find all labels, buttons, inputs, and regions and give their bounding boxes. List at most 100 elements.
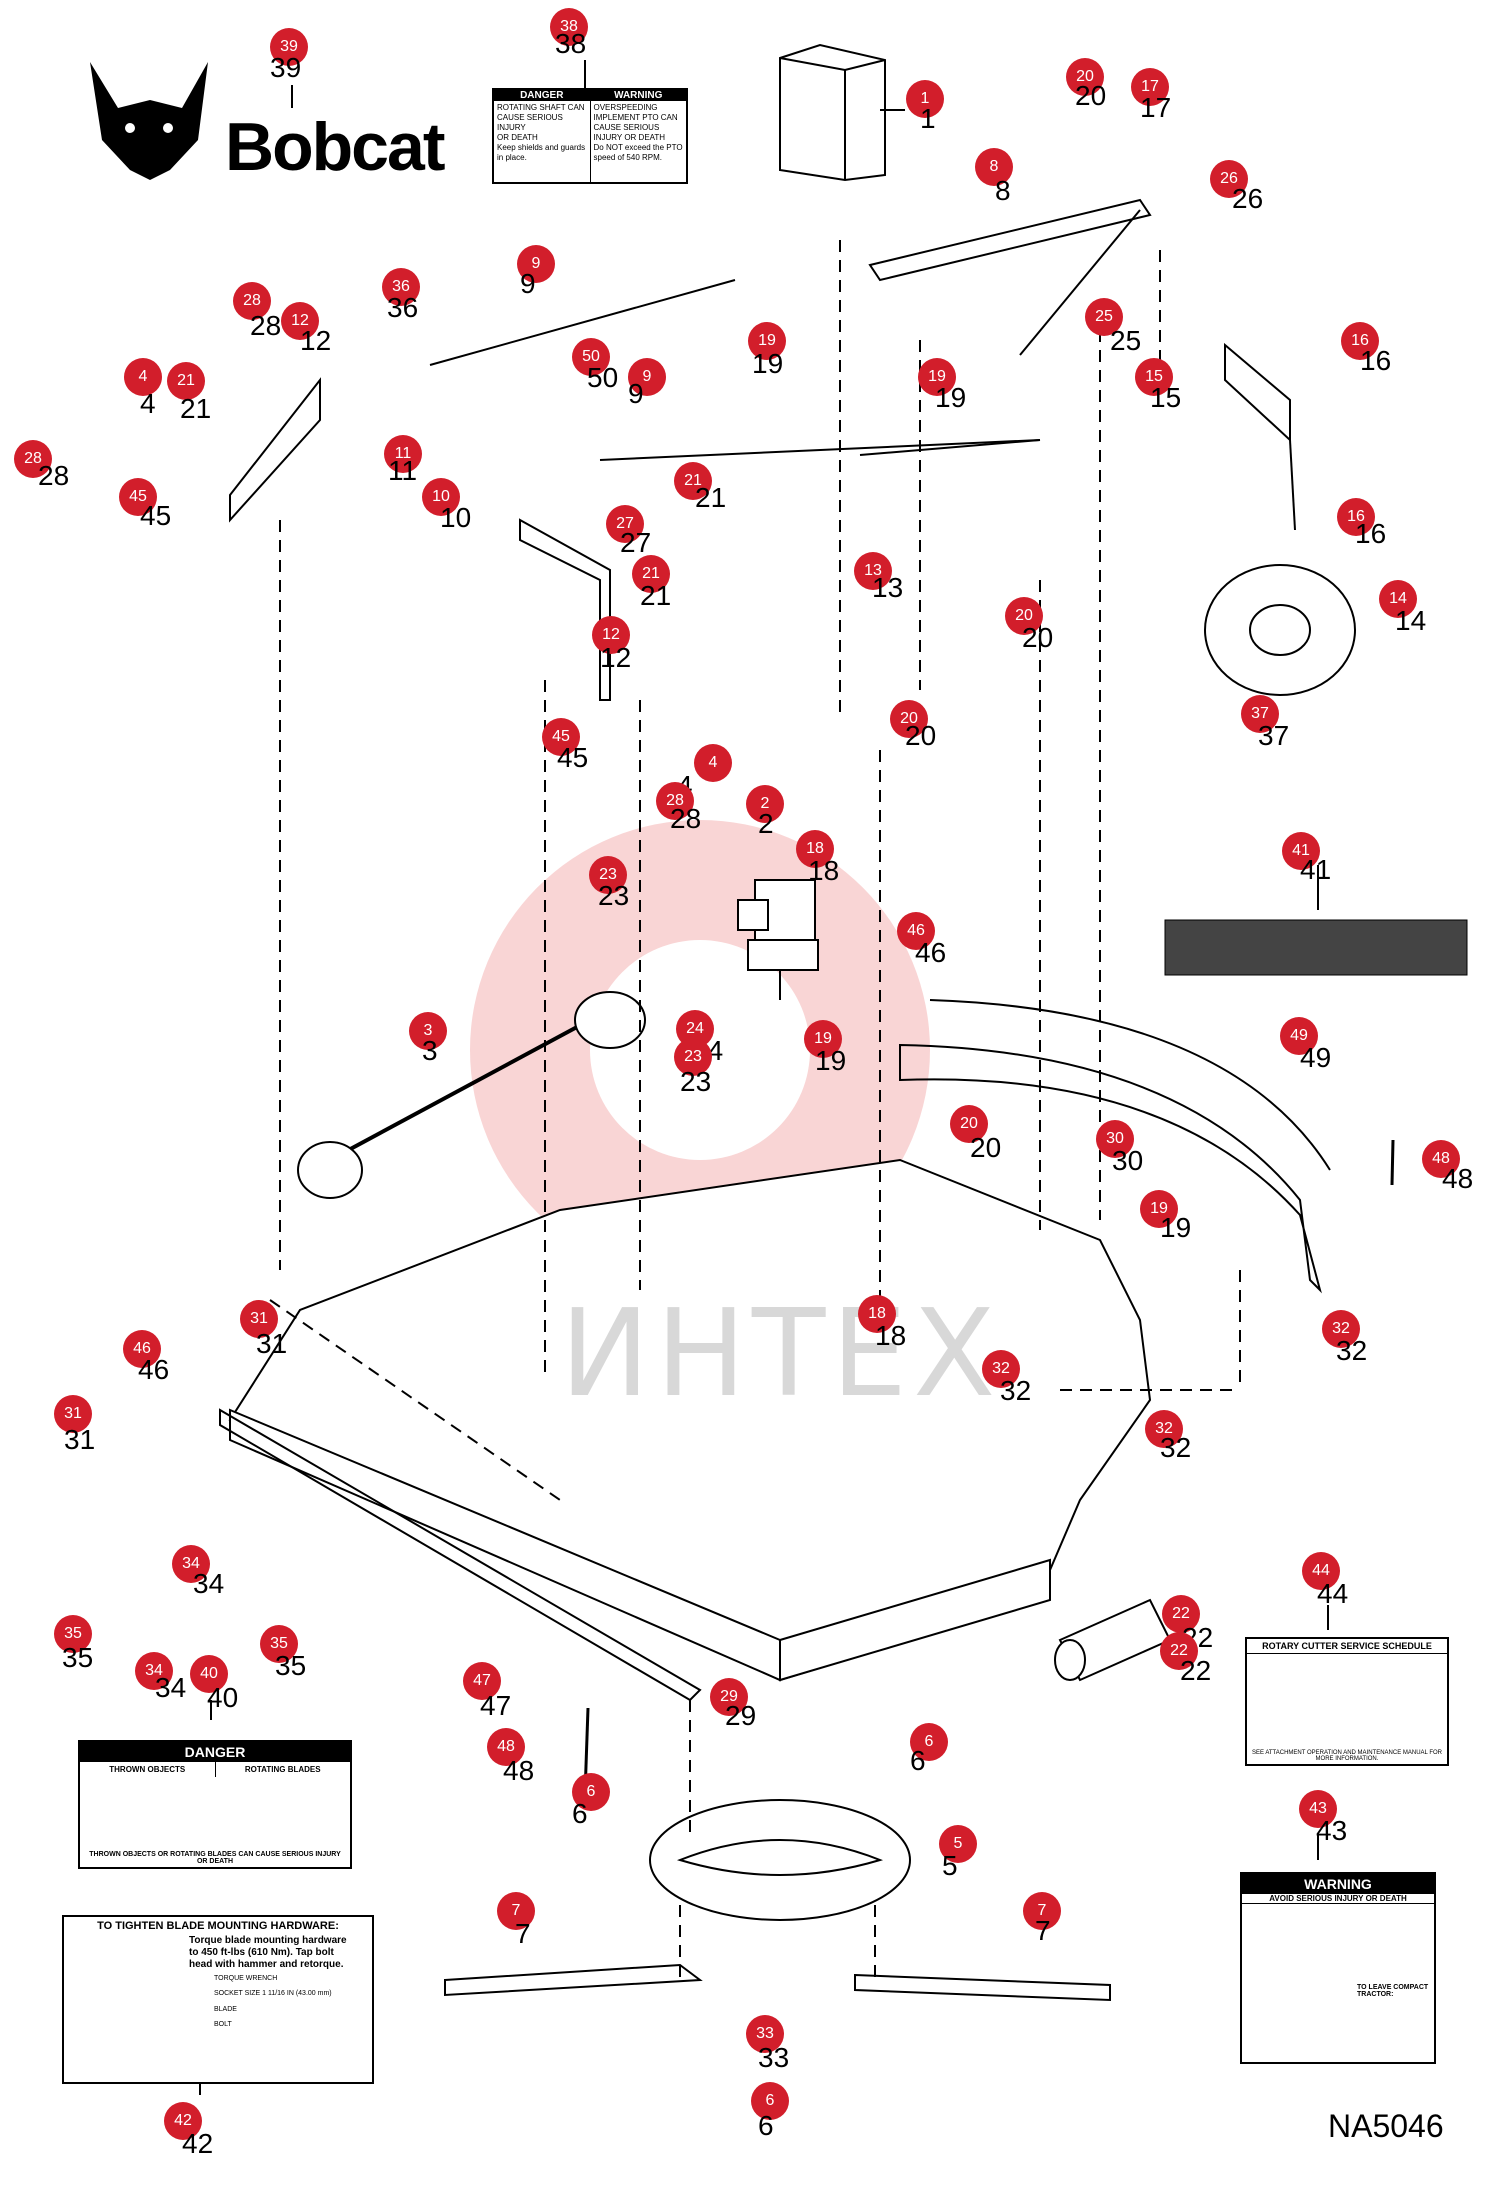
callout-number-19: 19 bbox=[752, 348, 784, 379]
callout-badge-23: 23 bbox=[589, 856, 627, 894]
callout-badge-4: 4 bbox=[694, 744, 732, 782]
callout-number-35: 35 bbox=[62, 1642, 94, 1673]
callout-badge-45: 45 bbox=[119, 478, 157, 516]
callout-badge-25: 25 bbox=[1085, 298, 1123, 336]
callout-badge-5: 5 bbox=[939, 1825, 977, 1863]
callout-badge-6: 6 bbox=[910, 1723, 948, 1761]
callout-badge-19: 19 bbox=[918, 358, 956, 396]
callout-number-32: 32 bbox=[1160, 1432, 1192, 1463]
callout-badge-7: 7 bbox=[1023, 1892, 1061, 1930]
callout-number-49: 49 bbox=[1300, 1042, 1332, 1073]
decal-42-title: TO TIGHTEN BLADE MOUNTING HARDWARE: bbox=[97, 1920, 339, 1932]
decal-text: speed of 540 RPM. bbox=[593, 153, 662, 162]
callout-badge-9: 9 bbox=[628, 358, 666, 396]
callout-number-11: 11 bbox=[388, 455, 418, 486]
decal-43-subtitle: AVOID SERIOUS INJURY OR DEATH bbox=[1242, 1894, 1434, 1904]
callout-number-34: 34 bbox=[193, 1568, 225, 1599]
brand-name: Bobcat bbox=[225, 109, 445, 185]
callout-number-19: 19 bbox=[1160, 1212, 1192, 1243]
callout-number-48: 48 bbox=[503, 1755, 535, 1786]
callout-badge-49: 49 bbox=[1280, 1017, 1318, 1055]
callout-badge-12: 12 bbox=[281, 302, 319, 340]
callout-badge-32: 32 bbox=[982, 1350, 1020, 1388]
callout-badge-19: 19 bbox=[748, 322, 786, 360]
decal-44-title: ROTARY CUTTER SERVICE SCHEDULE bbox=[1247, 1639, 1447, 1654]
callout-badge-40: 40 bbox=[190, 1655, 228, 1693]
callout-number-3: 3 bbox=[422, 1035, 438, 1066]
callout-badge-13: 13 bbox=[854, 552, 892, 590]
callout-badge-48: 48 bbox=[1422, 1140, 1460, 1178]
callout-number-27: 27 bbox=[620, 527, 652, 558]
decal-40-col2-title: ROTATING BLADES bbox=[244, 1765, 321, 1774]
callout-number-31: 31 bbox=[64, 1424, 96, 1455]
callout-number-10: 10 bbox=[440, 502, 472, 533]
decal-text: IMPLEMENT PTO CAN bbox=[593, 113, 678, 122]
callout-number-45: 45 bbox=[557, 742, 589, 773]
decal-text: to 450 ft-lbs (610 Nm). Tap bolt bbox=[189, 1947, 334, 1958]
decal-text: BOLT bbox=[214, 2021, 232, 2029]
callout-badge-28: 28 bbox=[656, 782, 694, 820]
callout-badge-30: 30 bbox=[1096, 1120, 1134, 1158]
skirt-band-part bbox=[899, 999, 1331, 1294]
callout-number-7: 7 bbox=[515, 1918, 531, 1949]
callout-badge-19: 19 bbox=[804, 1020, 842, 1058]
callout-number-45: 45 bbox=[140, 500, 172, 531]
callout-badge-6: 6 bbox=[572, 1773, 610, 1811]
callout-badge-22: 22 bbox=[1162, 1595, 1200, 1633]
callout-badge-32: 32 bbox=[1145, 1410, 1183, 1448]
callout-badge-16: 16 bbox=[1337, 498, 1375, 536]
callout-number-39: 39 bbox=[270, 52, 302, 83]
decal-44-service-schedule: ROTARY CUTTER SERVICE SCHEDULE SEE ATTAC… bbox=[1245, 1637, 1449, 1766]
callout-badge-22: 22 bbox=[1160, 1632, 1198, 1670]
callout-number-6: 6 bbox=[910, 1745, 926, 1776]
callout-badge-1: 1 bbox=[906, 80, 944, 118]
callout-number-13: 13 bbox=[872, 572, 904, 603]
callout-badge-17: 17 bbox=[1131, 68, 1169, 106]
callout-number-18: 18 bbox=[808, 855, 840, 886]
blade-right-part bbox=[854, 1973, 1111, 2002]
callout-number-19: 19 bbox=[815, 1045, 847, 1076]
callout-number-18: 18 bbox=[875, 1320, 907, 1351]
callout-badge-48: 48 bbox=[487, 1728, 525, 1766]
manual-box-part bbox=[779, 43, 886, 182]
callout-number-21: 21 bbox=[180, 393, 212, 424]
callout-badge-46: 46 bbox=[123, 1330, 161, 1368]
callout-badge-20: 20 bbox=[950, 1105, 988, 1143]
callout-badge-35: 35 bbox=[54, 1615, 92, 1653]
callout-number-6: 6 bbox=[758, 2110, 774, 2141]
callout-badge-7: 7 bbox=[497, 1892, 535, 1930]
callout-badge-28: 28 bbox=[14, 440, 52, 478]
decal-text: TRACTOR: bbox=[1357, 1991, 1394, 1998]
callout-number-28: 28 bbox=[670, 803, 702, 834]
callout-number-16: 16 bbox=[1355, 518, 1387, 549]
callout-number-41: 41 bbox=[1300, 854, 1332, 885]
callout-badge-20: 20 bbox=[1066, 58, 1104, 96]
callout-badge-44: 44 bbox=[1302, 1552, 1340, 1590]
callout-number-28: 28 bbox=[38, 460, 70, 491]
callout-badge-42: 42 bbox=[164, 2102, 202, 2140]
callout-number-23: 23 bbox=[598, 880, 630, 911]
callout-number-30: 30 bbox=[1112, 1145, 1144, 1176]
tail-wheel-part bbox=[1204, 342, 1356, 696]
callout-badge-16: 16 bbox=[1341, 322, 1379, 360]
callout-number-29: 29 bbox=[725, 1700, 757, 1731]
decal-text: OR DEATH bbox=[497, 133, 538, 142]
assembly-guide-lines bbox=[269, 240, 1241, 1980]
callout-number-36: 36 bbox=[387, 292, 419, 323]
callout-number-20: 20 bbox=[1022, 622, 1054, 653]
callout-badge-18: 18 bbox=[858, 1295, 896, 1333]
gearbox-part bbox=[737, 879, 819, 1000]
callout-badge-11: 11 bbox=[384, 435, 422, 473]
callout-badge-4: 4 bbox=[124, 358, 162, 396]
decal-text: SOCKET SIZE 1 11/16 IN (43.00 mm) bbox=[214, 1990, 332, 1998]
decal-text: head with hammer and retorque. bbox=[189, 1959, 344, 1970]
callout-badge-37: 37 bbox=[1241, 695, 1279, 733]
callout-badge-39: 39 bbox=[270, 28, 308, 66]
service-cylinder-part bbox=[1054, 1598, 1172, 1682]
decal-44-footer: SEE ATTACHMENT OPERATION AND MAINTENANCE… bbox=[1251, 1750, 1443, 1762]
callout-badge-28: 28 bbox=[233, 282, 271, 320]
decal-text: BLADE bbox=[214, 2005, 237, 2013]
watermark-text: ИНТЕХ bbox=[560, 1285, 1002, 1424]
callout-number-32: 32 bbox=[1000, 1375, 1032, 1406]
